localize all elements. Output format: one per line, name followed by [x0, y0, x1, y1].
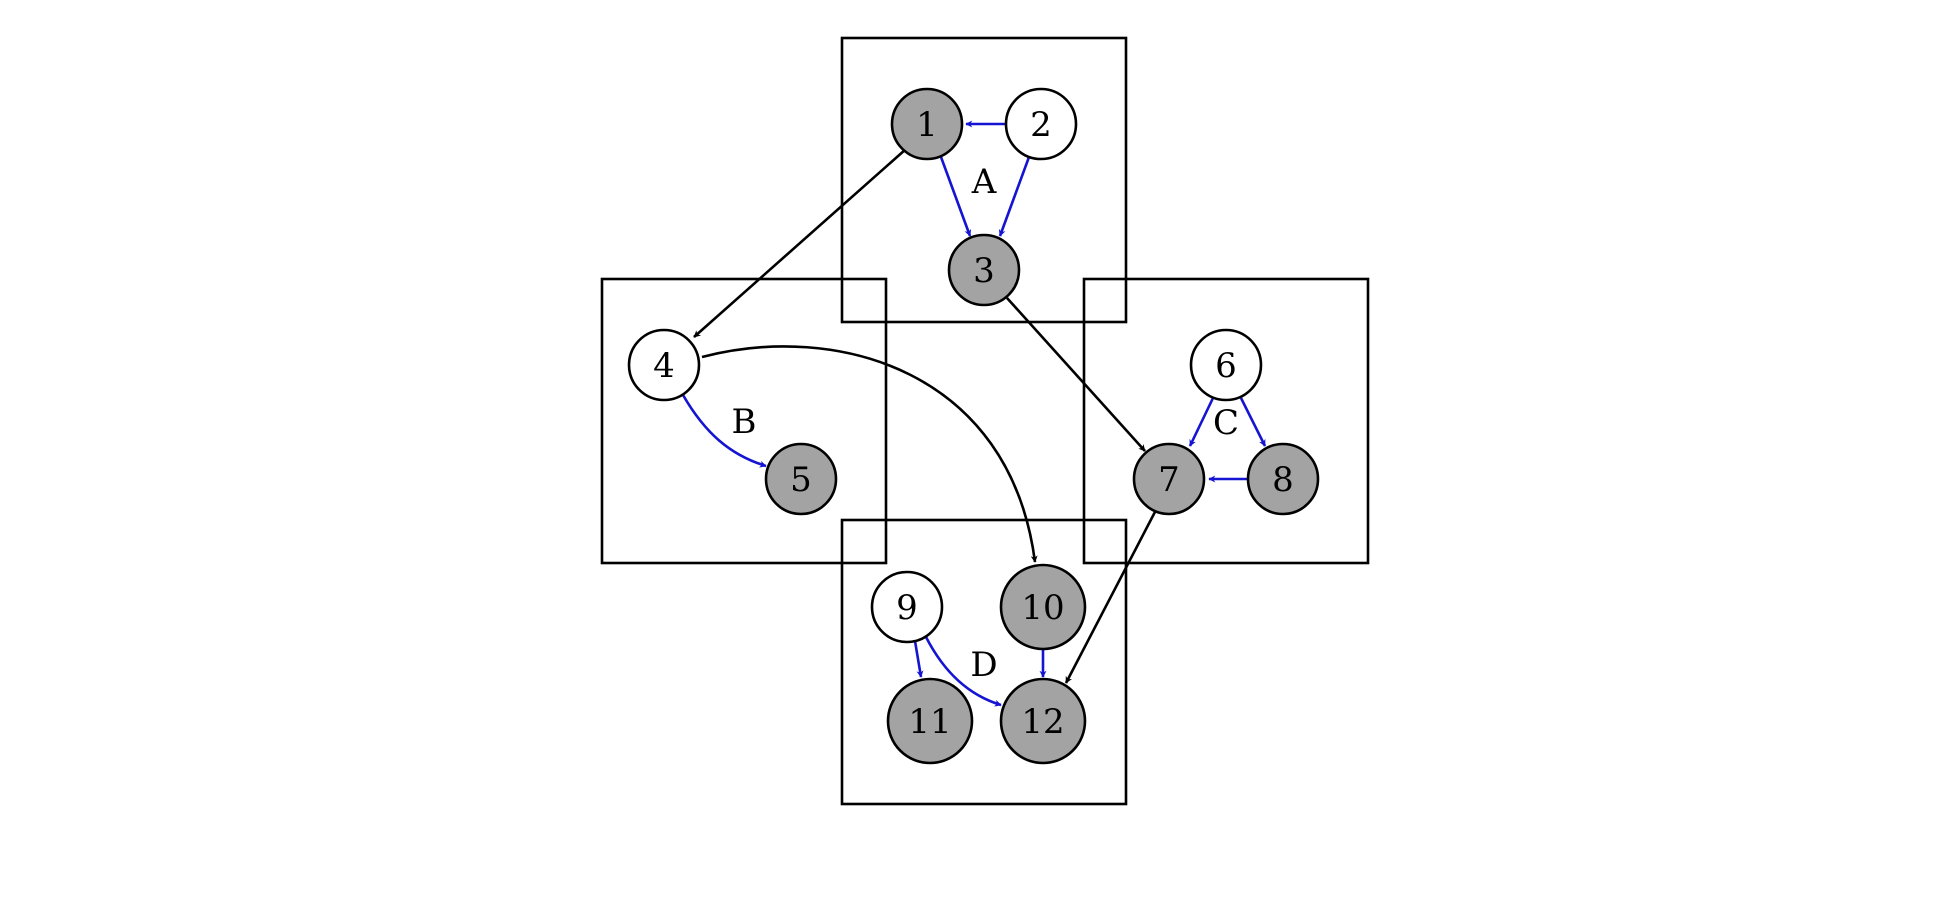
group-label-c: C [1213, 403, 1239, 443]
node-4: 4 [627, 328, 701, 402]
node-2: 2 [1004, 87, 1078, 161]
node-1: 1 [890, 87, 964, 161]
node-11-label: 11 [908, 702, 951, 742]
group-label-a: A [971, 162, 997, 202]
node-8-label: 8 [1272, 460, 1294, 500]
group-box-b [600, 277, 888, 565]
node-12-label: 12 [1021, 702, 1064, 742]
edge-6-to-8 [1239, 397, 1267, 447]
edges-layer [681, 120, 1267, 707]
node-6: 6 [1189, 328, 1263, 402]
group-box-d [840, 518, 1128, 806]
edge-7-to-12 [1064, 509, 1158, 684]
edge-6-to-7 [1188, 397, 1215, 447]
node-9-label: 9 [896, 588, 918, 628]
nodes-layer: 1 2 3 4 5 6 7 8 [627, 87, 1320, 765]
node-12: 12 [999, 677, 1087, 765]
node-3: 3 [947, 233, 1021, 307]
node-5-label: 5 [790, 460, 812, 500]
node-8: 8 [1246, 442, 1320, 516]
node-6-label: 6 [1215, 346, 1237, 386]
node-7: 7 [1132, 442, 1206, 516]
node-2-label: 2 [1030, 105, 1052, 145]
node-10: 10 [999, 563, 1087, 651]
edge-1-to-4 [693, 148, 907, 338]
edge-9-to-11 [913, 640, 924, 678]
edge-1-to-3 [939, 156, 972, 237]
node-11: 11 [886, 677, 974, 765]
edge-3-to-7 [1006, 297, 1146, 452]
edge-9-to-12 [924, 636, 1002, 707]
edge-4-to-10 [701, 345, 1038, 563]
node-10-label: 10 [1021, 588, 1064, 628]
node-5: 5 [764, 442, 838, 516]
edge-4-to-5 [681, 394, 767, 468]
group-box-c [1082, 277, 1370, 565]
group-box-a [840, 36, 1128, 324]
group-label-b: B [732, 402, 757, 442]
node-3-label: 3 [973, 251, 995, 291]
group-label-d: D [970, 645, 997, 685]
node-7-label: 7 [1158, 460, 1180, 500]
node-9: 9 [870, 570, 944, 644]
edge-2-to-3 [998, 156, 1031, 237]
node-1-label: 1 [916, 105, 938, 145]
node-4-label: 4 [653, 346, 675, 386]
